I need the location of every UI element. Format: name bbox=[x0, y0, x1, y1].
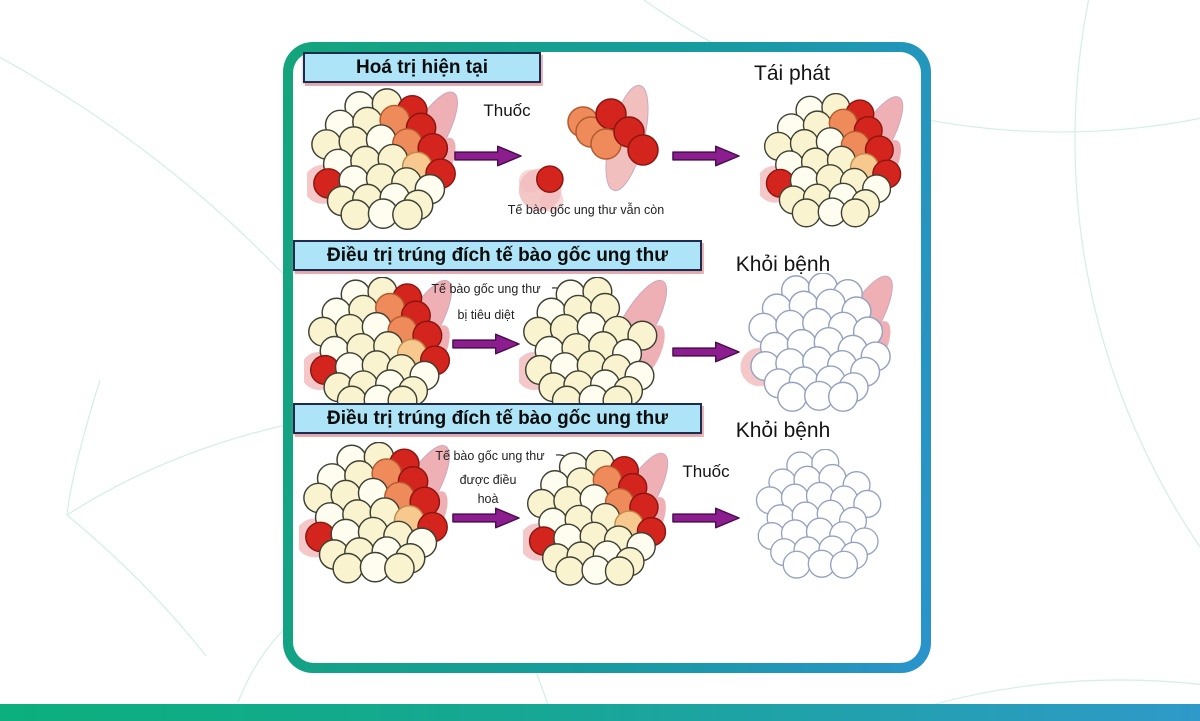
row3-tumor-cluster bbox=[299, 442, 450, 584]
row3-arrow-right bbox=[672, 507, 740, 529]
row3-drug-label: Thuốc bbox=[682, 462, 730, 481]
row3-arrow-left bbox=[452, 507, 520, 529]
row3-caption-line2: được điều bbox=[459, 473, 517, 487]
row1-title: Hoá trị hiện tại bbox=[356, 56, 488, 78]
row2-arrow-right bbox=[672, 341, 740, 363]
row3-title: Điều trị trúng đích tế bào gốc ung thư bbox=[327, 407, 668, 429]
row1-drug-label: Thuốc bbox=[483, 101, 531, 120]
row2-treated-cluster bbox=[519, 277, 668, 416]
slide-panel: Hoá trị hiện tại Thuốc Tế bào gốc ung th… bbox=[283, 42, 931, 673]
row3-outcome-label: Khỏi bệnh bbox=[735, 419, 831, 442]
row3-title-box: Điều trị trúng đích tế bào gốc ung thư bbox=[293, 403, 702, 434]
row3-caption-line1: Tế bào gốc ung thư bbox=[435, 449, 545, 463]
row1-caption: Tế bào gốc ung thư vẫn còn bbox=[507, 203, 665, 217]
slide-panel-inner: Hoá trị hiện tại Thuốc Tế bào gốc ung th… bbox=[293, 52, 921, 663]
row2-tumor-cluster bbox=[304, 277, 453, 416]
row3-caption-line3: hoà bbox=[477, 492, 499, 506]
row2-title-box: Điều trị trúng đích tế bào gốc ung thư bbox=[293, 240, 702, 271]
row2-arrow-left bbox=[452, 333, 520, 355]
row1-residual-cells-cluster bbox=[567, 84, 659, 192]
bottom-gradient-bar bbox=[0, 704, 1200, 721]
row3-cured-cluster bbox=[755, 449, 882, 579]
row2-caption-line1: Tế bào gốc ung thư bbox=[431, 282, 541, 296]
row1-tumor-cluster bbox=[307, 88, 458, 230]
row1-arrow-right bbox=[672, 145, 740, 167]
row2-caption-line2: bị tiêu diệt bbox=[457, 308, 515, 322]
row1-outcome-label: Tái phát bbox=[754, 62, 830, 85]
row3-regulated-cluster bbox=[523, 450, 669, 586]
row1-title-box: Hoá trị hiện tại bbox=[303, 52, 541, 83]
row1-relapse-tumor-cluster bbox=[760, 93, 904, 228]
row2-title: Điều trị trúng đích tế bào gốc ung thư bbox=[327, 244, 668, 266]
row1-surviving-stem-cell bbox=[518, 165, 564, 213]
row2-cured-cluster bbox=[740, 273, 893, 412]
row1-arrow-left bbox=[454, 145, 522, 167]
row2-outcome-label: Khỏi bệnh bbox=[735, 253, 831, 276]
